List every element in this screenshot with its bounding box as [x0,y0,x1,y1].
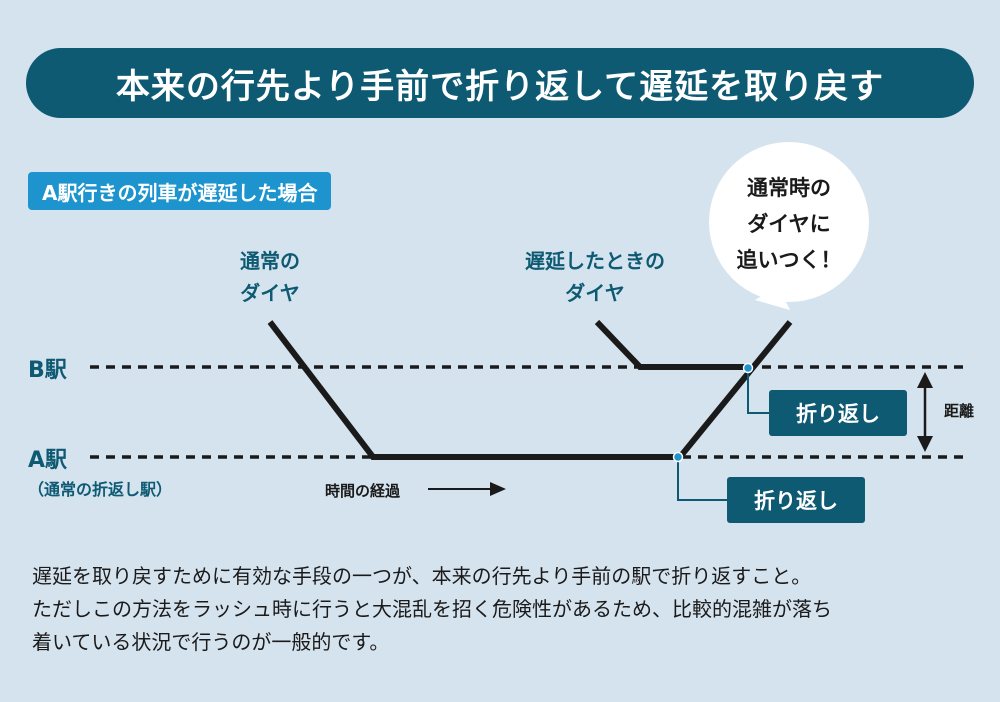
turnback-b-leader [747,368,769,414]
description-line: 着いている状況で行うのが一般的です。 [32,630,390,654]
station-a-note: （通常の折返し駅） [28,480,173,499]
speech-bubble [709,142,869,310]
speech-bubble-text: 通常時の ダイヤに 追いつく！ [736,176,842,272]
delayed-schedule-line [594,319,750,370]
turnback-b-dot [742,362,754,374]
turnback-a-dot [672,451,684,463]
description-line: ただしこの方法をラッシュ時に行うと大混乱を招く危険性があるため、比較的混雑が落ち [32,597,832,621]
time-elapsed-label: 時間の経過 [325,482,401,500]
description: 遅延を取り戻すために有効な手段の一つが、本来の行先より手前の駅で折り返すこと。 … [32,560,977,659]
turnback-a-label: 折り返し [727,477,865,523]
turnback-a-leader [677,457,727,501]
station-b-label: B駅 [28,358,67,383]
description-line: 遅延を取り戻すために有効な手段の一つが、本来の行先より手前の駅で折り返すこと。 [32,564,812,588]
page-title: 本来の行先より手前で折り返して遅延を取り戻す [26,48,974,118]
distance-label: 距離 [944,402,975,420]
delayed-schedule-label: 遅延したときの ダイヤ [525,249,665,305]
case-label: A駅行きの列車が遅延した場合 [28,172,332,210]
distance-arrow [917,372,933,452]
station-a-label: A駅 [28,448,68,473]
turnback-b-label: 折り返し [769,390,907,436]
time-arrow [428,482,506,496]
normal-schedule-label: 通常の ダイヤ [240,249,300,305]
normal-schedule-line [267,320,793,460]
